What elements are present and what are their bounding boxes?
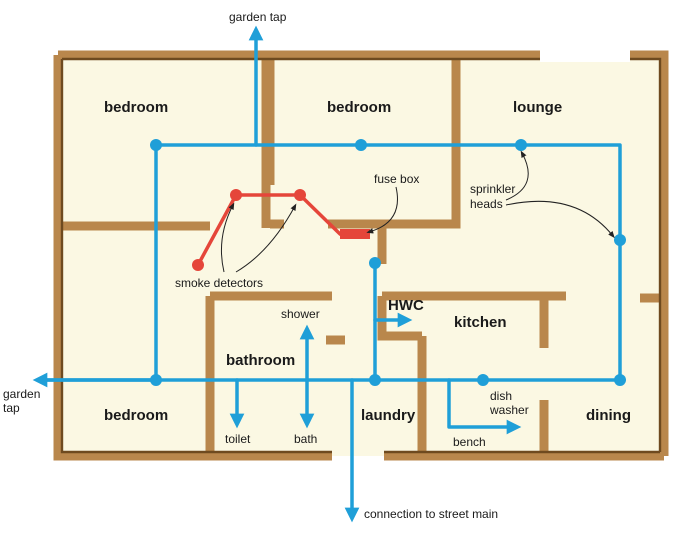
label-sprinkler-heads-line1: sprinkler [470,182,515,196]
room-label-bedroom-top-middle: bedroom [327,99,391,116]
pipe-junction [150,139,162,151]
sprinkler-head [515,139,527,151]
sprinkler-head [614,234,626,246]
label-sprinkler-heads-line2: heads [470,197,503,211]
label-street-main: connection to street main [364,507,498,521]
room-label-hwc: HWC [388,297,424,314]
pipe-upper-loop [154,143,622,382]
pipe-to-bench [447,378,522,435]
label-dish-washer-line1: dish [490,389,512,403]
pipe-junction [614,374,626,386]
smoke-detector [192,259,204,271]
room-label-lounge: lounge [513,99,562,116]
pipe-junction [355,139,367,151]
label-shower: shower [281,307,320,321]
walls [53,50,669,461]
pipe-junction [369,374,381,386]
room-label-bedroom-top-left: bedroom [104,99,168,116]
water-pipe-network [32,25,626,523]
leader-lines [220,150,615,273]
label-garden-tap-left-line1: garden [3,387,40,401]
room-label-laundry: laundry [361,407,416,424]
label-garden-tap-left-line2: tap [3,401,20,415]
room-label-bedroom-bottom-left: bedroom [104,407,168,424]
label-smoke-detectors: smoke detectors [175,276,263,290]
hwc-inlet-node [369,257,381,269]
label-bath: bath [294,432,317,446]
room-label-kitchen: kitchen [454,314,507,331]
room-label-dining: dining [586,407,631,424]
smoke-detector [230,189,242,201]
smoke-alarm-circuit [192,189,370,271]
label-garden-tap-top: garden tap [229,10,287,24]
label-bench: bench [453,435,486,449]
room-label-bathroom: bathroom [226,352,295,369]
label-toilet: toilet [225,432,251,446]
fuse-box-icon [340,229,370,239]
dish-washer-node [477,374,489,386]
pipe-junction [150,374,162,386]
label-dish-washer-line2: washer [489,403,529,417]
smoke-detector [294,189,306,201]
label-fuse-box: fuse box [374,172,419,186]
